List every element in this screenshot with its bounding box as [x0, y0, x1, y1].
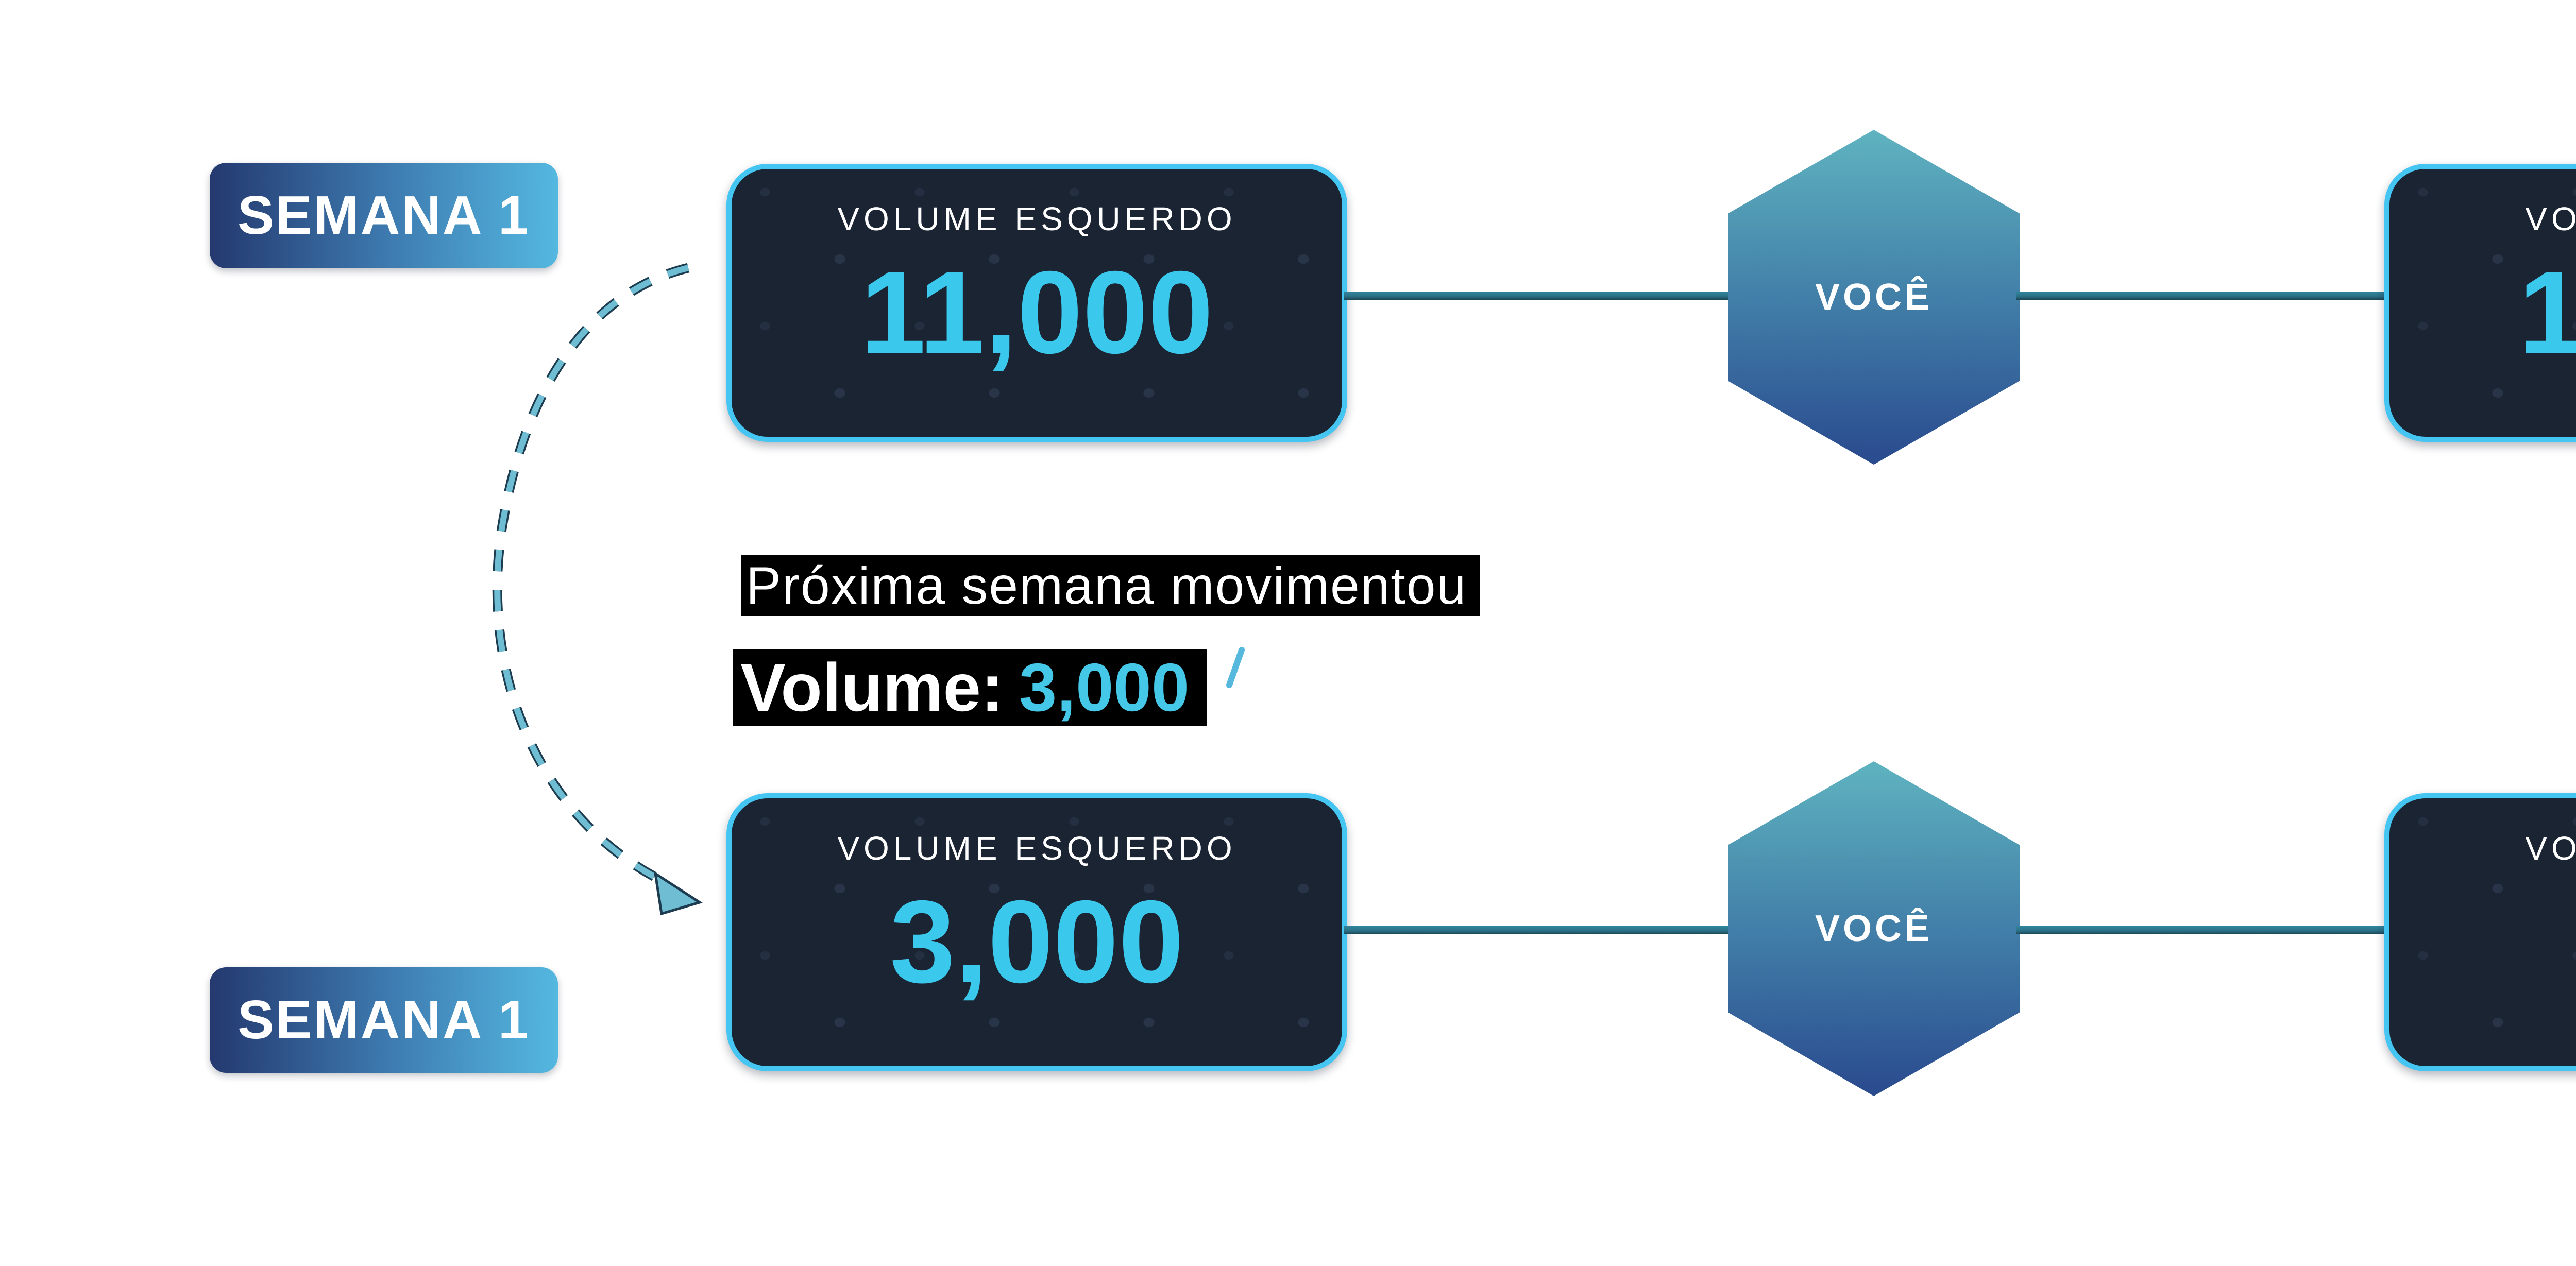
- you-label: VOCÊ: [1815, 908, 1933, 949]
- curved-dashed-arrow-icon: [492, 263, 703, 916]
- card-value: 3,000: [890, 877, 1184, 1007]
- week-badge-row1: SEMANA 1: [210, 163, 558, 268]
- transfer-note-volume-value: 3,000: [1019, 649, 1190, 725]
- card-value: 11,000: [860, 247, 1213, 378]
- card-title: VOLUME ESQUERDO: [837, 200, 1236, 237]
- week-badge-label: SEMANA 1: [238, 989, 530, 1050]
- card-title: VOLUME DIREITO: [2525, 200, 2576, 237]
- week-badge-row2: SEMANA 1: [210, 967, 558, 1073]
- week-badge-label: SEMANA 1: [238, 185, 530, 246]
- card-value: 11,000: [2518, 247, 2576, 378]
- you-label: VOCÊ: [1815, 277, 1933, 318]
- pen-stroke-icon: [1226, 647, 1245, 688]
- right-volume-card-row2: VOLUME DIREITO 0: [2384, 793, 2576, 1071]
- card-title: VOLUME DIREITO: [2525, 830, 2576, 867]
- transfer-note-line2: Volume:3,000: [733, 649, 1207, 726]
- connector-line: [2016, 926, 2387, 934]
- transfer-note-volume-label: Volume:: [740, 649, 1004, 725]
- right-volume-card-row1: VOLUME DIREITO 11,000: [2384, 164, 2576, 442]
- transfer-note-line1-text: Próxima semana movimentou: [746, 556, 1467, 615]
- you-hexagon-row1: VOCÊ: [1728, 130, 2020, 465]
- connector-line: [2016, 292, 2387, 300]
- connector-line: [1344, 926, 1731, 934]
- left-volume-card-row2: VOLUME ESQUERDO 3,000: [726, 793, 1347, 1071]
- card-title: VOLUME ESQUERDO: [837, 830, 1236, 867]
- connector-line: [1344, 292, 1731, 300]
- left-volume-card-row1: VOLUME ESQUERDO 11,000: [726, 164, 1347, 442]
- you-hexagon-row2: VOCÊ: [1728, 761, 2020, 1096]
- transfer-note-line1: Próxima semana movimentou: [741, 555, 1481, 616]
